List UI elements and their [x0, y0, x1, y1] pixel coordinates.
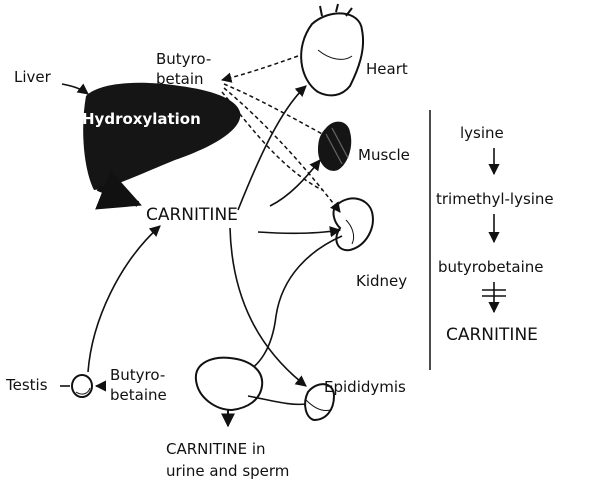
heart-label: Heart	[366, 60, 408, 78]
butyrobetaine-bottom-label-line1: Butyro-	[110, 366, 165, 384]
liver-pointer-arrow	[62, 84, 88, 94]
carnitine-center-label: CARNITINE	[146, 205, 238, 225]
liver-to-carnitine-arrow	[98, 188, 138, 204]
carnitine-to-heart-arrow	[238, 86, 306, 210]
hydroxylation-label: Hydroxylation	[82, 110, 201, 128]
carnitine-to-muscle-arrow	[270, 160, 320, 206]
muscle-label: Muscle	[358, 146, 410, 164]
epididymis-label: Epididymis	[324, 378, 406, 396]
kidney-to-bladder-line	[246, 236, 342, 372]
liver-organ	[83, 83, 240, 190]
heart-to-butyrobetain-dashed	[222, 56, 298, 80]
butyrobetain-top-label-line2: betain	[156, 70, 204, 88]
pathway-step-carnitine: CARNITINE	[446, 325, 538, 345]
bladder-organ	[196, 358, 262, 410]
butyrobetain-top-label-line1: Butyro-	[156, 50, 211, 68]
pathway-step-trimethyl-lysine: trimethyl-lysine	[436, 190, 554, 208]
testis-to-carnitine-arrow	[88, 226, 160, 372]
carnitine-output-label-line2: urine and sperm	[166, 462, 289, 480]
testis-label: Testis	[5, 376, 48, 394]
carnitine-output-label-line1: CARNITINE in	[166, 440, 266, 458]
carnitine-to-kidney-arrow	[258, 230, 340, 233]
pathway-step-butyrobetaine: butyrobetaine	[438, 258, 544, 276]
epididymis-to-bladder-line	[248, 396, 306, 404]
muscle-organ	[318, 122, 351, 171]
liver-label: Liver	[14, 68, 52, 86]
pathway-step-lysine: lysine	[460, 124, 504, 142]
heart-organ	[301, 13, 363, 95]
kidney-label: Kidney	[356, 272, 407, 290]
butyrobetaine-bottom-label-line2: betaine	[110, 386, 167, 404]
